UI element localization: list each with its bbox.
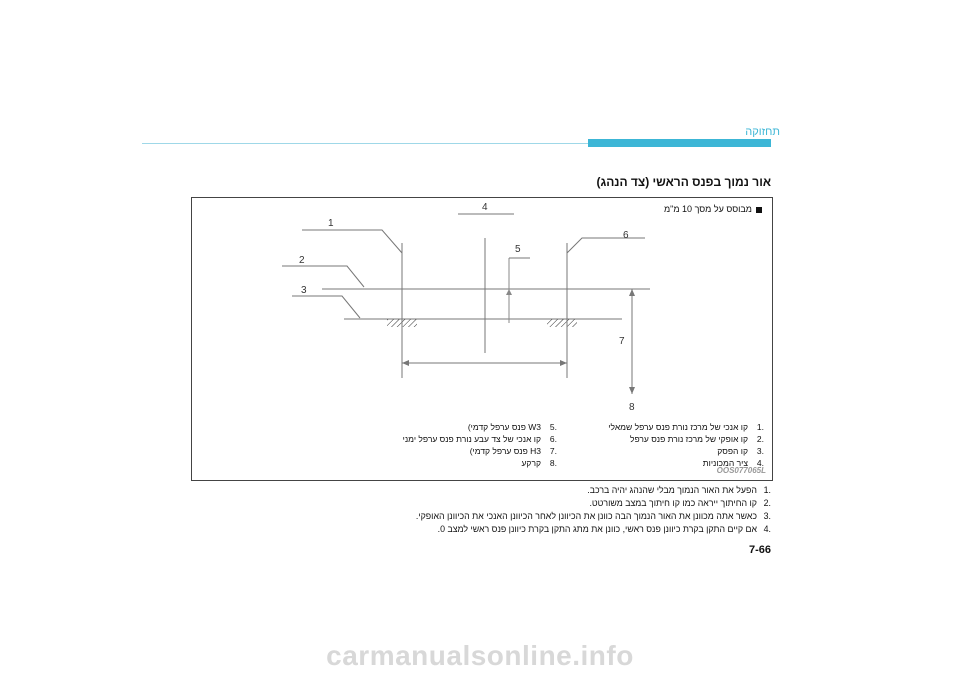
figure-note: מבוסס על מסך 10 מ"מ xyxy=(664,204,762,214)
header-rule xyxy=(142,143,588,144)
legend-number: .1 xyxy=(756,422,764,432)
legend-item: .6 קו אנכי של צד עבע נורת פנס ערפל ימני xyxy=(403,433,557,445)
square-bullet-icon xyxy=(756,206,762,213)
leader-6 xyxy=(566,237,645,254)
legend-number: .7 xyxy=(549,446,557,456)
callout-5: 5 xyxy=(515,244,521,255)
section-title: תחזוקה xyxy=(745,126,780,138)
legend-number: .5 xyxy=(549,422,557,432)
figure-note-text: מבוסס על מסך 10 מ"מ xyxy=(663,204,752,214)
watermark-link[interactable]: carmanualsonline.info xyxy=(326,640,634,671)
page-heading: אור נמוך בפנס הראשי (צד הנהג) xyxy=(596,175,771,189)
step-number: .4 xyxy=(763,524,771,534)
legend-text: W3 פנס ערפל קדמי) xyxy=(467,422,541,432)
callout-3: 3 xyxy=(301,285,307,296)
step-item: .3 כאשר אתה מכוונן את האור הנמוך הבה כוונ… xyxy=(211,510,771,523)
instruction-steps: .1 הפעל את האור הנמוך מבלי שהנהג יהיה ברכ… xyxy=(211,484,771,536)
callout-2: 2 xyxy=(299,255,305,266)
leader-1 xyxy=(302,229,403,254)
legend-number: .4 xyxy=(756,458,764,468)
callout-4: 4 xyxy=(482,202,488,213)
legend-text: קו אנכי של מרכז נורת פנס ערפל שמאלי xyxy=(608,422,748,432)
step-text: קו החיתוך ייראה כמו קו חיתוך במצב משורטט… xyxy=(589,498,757,508)
legend-text: קו אופקי של מרכז נורת פנס ערפל xyxy=(629,434,748,444)
step-number: .3 xyxy=(763,511,771,521)
legend-number: .6 xyxy=(549,434,557,444)
step-text: הפעל את האור הנמוך מבלי שהנהג יהיה ברכב. xyxy=(587,485,757,495)
legend-item: .5 W3 פנס ערפל קדמי) xyxy=(403,421,557,433)
header-accent-bar xyxy=(588,139,771,147)
legend-text: קרקע xyxy=(521,458,541,468)
page-number: 7-66 xyxy=(748,544,771,556)
step-text: אם קיים התקן בקרת כיוונן פנס ראשי, כוונן… xyxy=(437,524,757,534)
hatch-right xyxy=(547,319,577,327)
legend-item: .2 קו אופקי של מרכז נורת פנס ערפל xyxy=(608,433,764,445)
step-text: כאשר אתה מכוונן את האור הנמוך הבה כוונן … xyxy=(415,511,757,521)
figure-code: OOS077065L xyxy=(716,466,766,475)
aim-diagram: 1 2 3 4 5 6 7 8 xyxy=(282,202,650,413)
legend-text: קו אנכי של צד עבע נורת פנס ערפל ימני xyxy=(402,434,541,444)
step-number: .1 xyxy=(763,485,771,495)
legend-text: ציר המכוניות xyxy=(702,458,748,468)
step-item: .4 אם קיים התקן בקרת כיוונן פנס ראשי, כוו… xyxy=(211,523,771,536)
leader-2 xyxy=(282,265,365,288)
legend-item: .3 קו הפסק xyxy=(608,445,764,457)
callout-1: 1 xyxy=(328,218,334,229)
legend-text: H3 פנס ערפל קדמי) xyxy=(469,446,541,456)
legend-left: .5 W3 פנס ערפל קדמי) .6 קו אנכי של צד עבע … xyxy=(403,421,557,469)
step-item: .2 קו החיתוך ייראה כמו קו חיתוך במצב משור… xyxy=(211,497,771,510)
legend-right: .1 קו אנכי של מרכז נורת פנס ערפל שמאלי .2… xyxy=(608,421,764,469)
step-number: .2 xyxy=(763,498,771,508)
callout-8: 8 xyxy=(629,402,635,413)
legend-item: .8 קרקע xyxy=(403,457,557,469)
callout-7: 7 xyxy=(619,336,625,347)
legend-number: .3 xyxy=(756,446,764,456)
legend-text: קו הפסק xyxy=(717,446,748,456)
legend-item: .7 H3 פנס ערפל קדמי) xyxy=(403,445,557,457)
legend-number: .2 xyxy=(756,434,764,444)
callout-6: 6 xyxy=(623,230,629,241)
aim-diagram-figure: 1 2 3 4 5 6 7 8 מבוסס על מסך 10 מ"מ .1 קו… xyxy=(191,197,773,481)
legend-item: .4 ציר המכוניות xyxy=(608,457,764,469)
leader-3 xyxy=(292,295,361,319)
legend-item: .1 קו אנכי של מרכז נורת פנס ערפל שמאלי xyxy=(608,421,764,433)
legend-number: .8 xyxy=(549,458,557,468)
step-item: .1 הפעל את האור הנמוך מבלי שהנהג יהיה ברכ… xyxy=(211,484,771,497)
